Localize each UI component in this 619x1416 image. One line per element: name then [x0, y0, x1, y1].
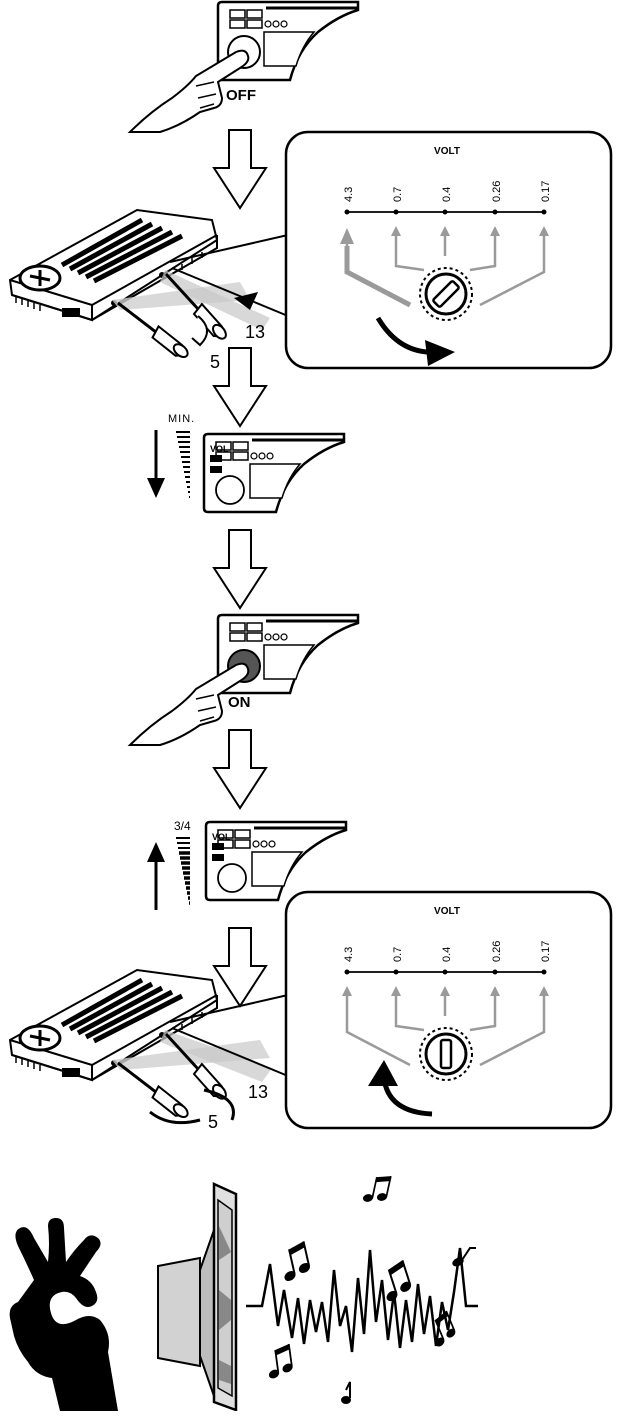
volume-ramp-icon	[176, 431, 190, 498]
scale-label: 0.17	[540, 941, 552, 962]
volume-ramp-icon	[176, 837, 190, 905]
scale-label: 0.26	[491, 181, 503, 202]
result-ok-music	[9, 1170, 478, 1412]
gain-knob-icon	[419, 267, 473, 321]
right-channel-label: 13	[245, 322, 265, 342]
left-channel-label: 5	[210, 352, 220, 372]
gain-panel-2: VOLT 4.3 0.7 0.4 0.26 0.17	[284, 890, 613, 1130]
waveform-icon	[246, 1247, 478, 1353]
rotate-arrow-icon	[203, 1088, 235, 1121]
remote-vol-label: VOL	[210, 444, 229, 454]
screwdriver-icon	[108, 301, 198, 362]
right-channel-label: 13	[248, 1082, 268, 1102]
music-note-icon	[452, 1247, 476, 1267]
down-arrow-icon	[213, 729, 267, 809]
gain-title: VOLT	[434, 906, 460, 917]
left-channel-label: 5	[208, 1112, 218, 1132]
gain-knob-icon	[419, 1027, 473, 1081]
hand-press-icon	[127, 49, 250, 133]
music-note-icon	[341, 1381, 351, 1404]
scale-label: 4.3	[343, 187, 355, 202]
screwdriver-icon	[108, 1061, 198, 1122]
scale-label: 0.17	[540, 181, 552, 202]
music-note-icon	[262, 1342, 297, 1382]
volume-three-quarter-label: 3/4	[174, 819, 191, 833]
gain-title: VOLT	[434, 146, 460, 157]
music-note-icon	[422, 1309, 461, 1351]
scale-label: 4.3	[343, 947, 355, 962]
rotate-arrow-icon	[149, 1110, 201, 1125]
speaker-icon	[157, 1182, 238, 1412]
power-off-label: OFF	[226, 87, 256, 104]
scale-label: 0.7	[392, 187, 404, 202]
remote-vol-label: VOL	[212, 832, 231, 842]
down-arrow-icon	[213, 927, 267, 1007]
head-unit-off: OFF	[127, 0, 360, 133]
music-note-icon	[360, 1170, 393, 1208]
down-arrow-icon	[213, 529, 267, 609]
volume-three-quarter-step: 3/4 VOL	[147, 819, 348, 910]
down-arrow-icon	[213, 129, 267, 209]
head-unit-on: ON	[127, 613, 360, 746]
down-arrow-icon	[147, 478, 165, 498]
up-arrow-icon	[147, 842, 165, 862]
ok-hand-icon	[9, 1218, 119, 1411]
scale-label: 0.7	[392, 947, 404, 962]
scale-label: 0.4	[441, 947, 453, 962]
volume-min-label: MIN.	[168, 413, 195, 425]
music-note-icon	[274, 1240, 316, 1285]
power-on-label: ON	[228, 694, 251, 711]
rotate-arrow-icon	[191, 315, 208, 347]
scale-label: 0.26	[491, 941, 503, 962]
down-arrow-icon	[213, 347, 267, 427]
amplifier-gain-set-min: 5 13	[10, 210, 289, 372]
volume-min-step: MIN. VOL	[147, 413, 346, 514]
amplifier-gain-raise: 5 13	[10, 970, 289, 1132]
gain-panel-1: VOLT 4.3 0.7 0.4 0.26 0.17	[284, 130, 613, 370]
scale-label: 0.4	[441, 187, 453, 202]
hand-press-icon	[127, 662, 250, 746]
